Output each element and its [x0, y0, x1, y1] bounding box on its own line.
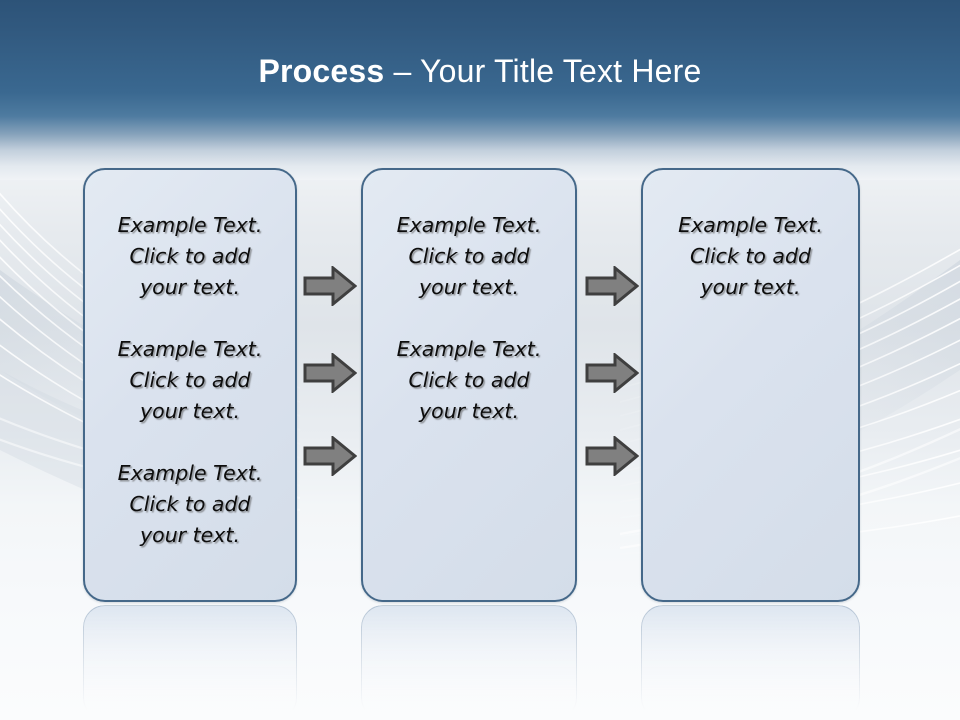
background-floor: [0, 600, 960, 720]
page-title-strong: Process: [258, 53, 385, 89]
right-arrow-icon[interactable]: [303, 436, 357, 476]
process-box-3[interactable]: Example Text. Click to add your text.: [641, 168, 860, 602]
process-box-2-paragraph-2[interactable]: Example Text. Click to add your text.: [396, 337, 542, 423]
right-arrow-icon[interactable]: [303, 266, 357, 306]
process-box-1[interactable]: Example Text. Click to add your text. Ex…: [83, 168, 297, 602]
process-box-2-paragraph-1[interactable]: Example Text. Click to add your text.: [396, 213, 542, 299]
process-box-1-paragraph-2[interactable]: Example Text. Click to add your text.: [117, 337, 263, 423]
right-arrow-icon[interactable]: [585, 353, 639, 393]
process-box-2-content: Example Text. Click to add your text. Ex…: [363, 210, 575, 427]
process-box-2[interactable]: Example Text. Click to add your text. Ex…: [361, 168, 577, 602]
process-box-1-paragraph-3[interactable]: Example Text. Click to add your text.: [117, 461, 263, 547]
right-arrow-icon[interactable]: [585, 436, 639, 476]
process-box-1-content: Example Text. Click to add your text. Ex…: [85, 210, 295, 551]
process-box-3-content: Example Text. Click to add your text.: [643, 210, 858, 303]
page-title: Process – Your Title Text Here: [0, 50, 960, 92]
page-title-rest: – Your Title Text Here: [384, 53, 702, 89]
right-arrow-icon[interactable]: [303, 353, 357, 393]
process-box-1-paragraph-1[interactable]: Example Text. Click to add your text.: [117, 213, 263, 299]
right-arrow-icon[interactable]: [585, 266, 639, 306]
header-band: [0, 0, 960, 180]
process-box-3-paragraph-1[interactable]: Example Text. Click to add your text.: [678, 213, 823, 299]
